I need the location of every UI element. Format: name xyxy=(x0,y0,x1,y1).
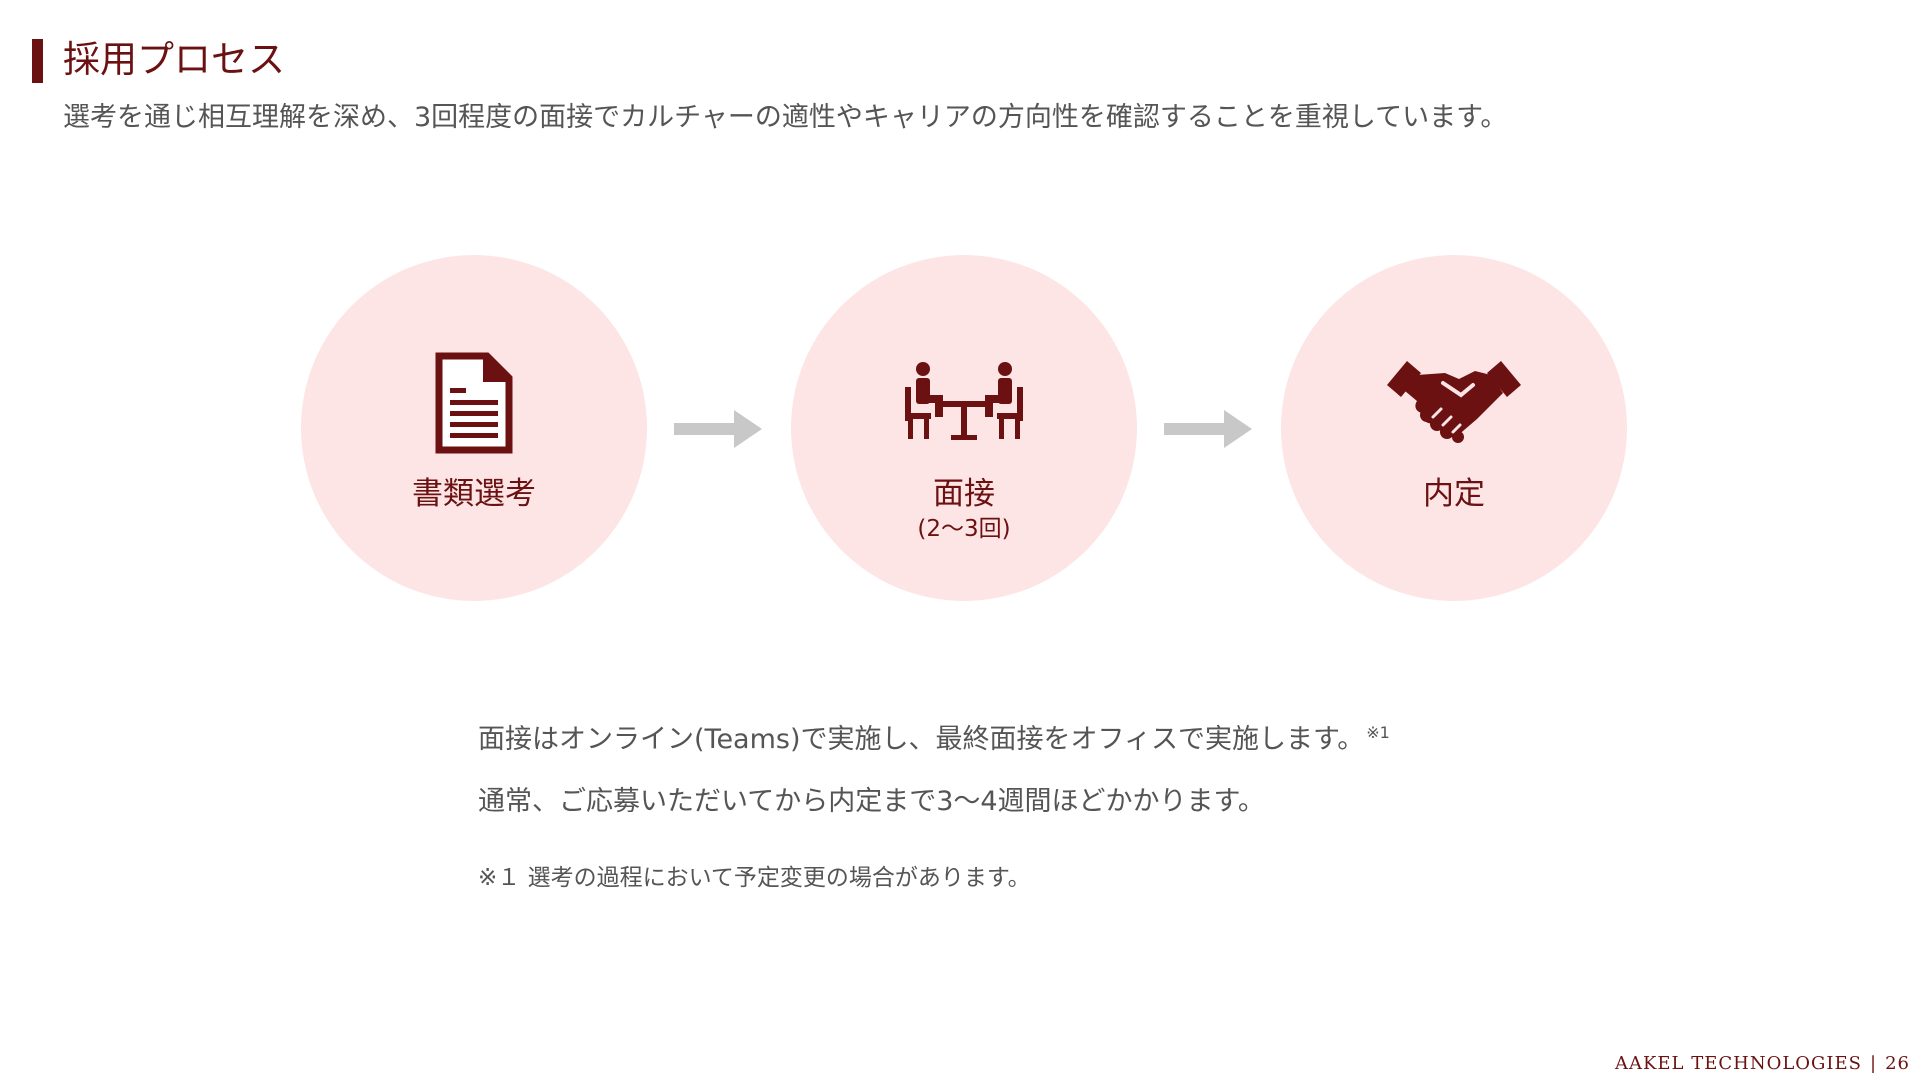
process-step-offer: 内定 xyxy=(1281,255,1627,601)
handshake-icon xyxy=(1387,361,1521,443)
interview-icon xyxy=(905,362,1023,440)
step-label: 面接 xyxy=(933,476,995,512)
step-sublabel: (2〜3回) xyxy=(917,516,1011,542)
footer-separator: | xyxy=(1870,1053,1878,1074)
document-icon xyxy=(435,352,513,454)
interview-method-text: 面接はオンライン(Teams)で実施し、最終面接をオフィスで実施します。※1 xyxy=(478,720,1390,760)
process-step-document-screening: 書類選考 xyxy=(301,255,647,601)
footnote: ※１ 選考の過程において予定変更の場合があります。 xyxy=(478,865,1031,891)
page-number: 26 xyxy=(1885,1053,1910,1074)
arrow-right-icon xyxy=(674,410,762,448)
page-title: 採用プロセス xyxy=(63,38,285,81)
title-accent-bar xyxy=(32,39,43,83)
step-label: 内定 xyxy=(1423,476,1485,512)
footnote-marker: ※1 xyxy=(1366,723,1390,742)
interview-method-sentence: 面接はオンライン(Teams)で実施し、最終面接をオフィスで実施します。 xyxy=(478,724,1365,755)
process-step-interview: 面接 (2〜3回) xyxy=(791,255,1137,601)
company-name: AAKEL TECHNOLOGIES xyxy=(1614,1053,1863,1074)
timeline-text: 通常、ご応募いただいてから内定まで3〜4週間ほどかかります。 xyxy=(478,786,1265,817)
arrow-right-icon xyxy=(1164,410,1252,448)
step-label: 書類選考 xyxy=(412,476,536,512)
page-subtitle: 選考を通じ相互理解を深め、3回程度の面接でカルチャーの適性やキャリアの方向性を確… xyxy=(63,102,1508,133)
footer: AAKEL TECHNOLOGIES | 26 xyxy=(1615,1052,1910,1076)
